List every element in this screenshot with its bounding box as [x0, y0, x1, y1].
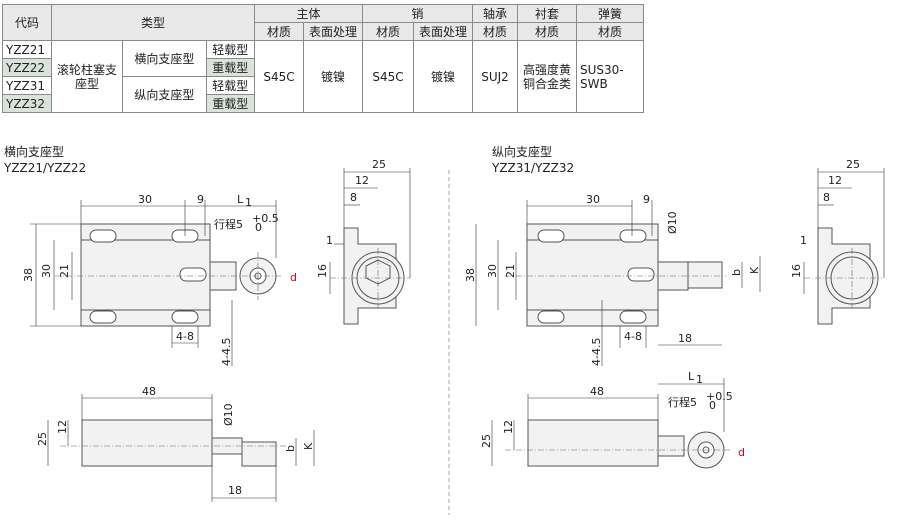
- sub-material: 材质: [472, 22, 518, 41]
- right-top-view: [505, 419, 730, 469]
- type-main: 滚轮柱塞支座型: [50, 40, 124, 113]
- dim-4-4.5: 4-4.5: [220, 338, 233, 366]
- left-front-view: d: [55, 223, 297, 327]
- dim-18: 18: [228, 484, 242, 497]
- dim-stroke-tol-dn: 0: [255, 221, 262, 234]
- code-cell: YZZ32: [2, 94, 52, 113]
- pin-material: S45C: [362, 40, 414, 113]
- header-code: 代码: [2, 4, 52, 41]
- load-heavy: 重载型: [205, 94, 256, 113]
- dim-K: K: [748, 266, 761, 274]
- dim-L1: L: [237, 193, 244, 206]
- right-caption-title: 纵向支座型: [492, 145, 553, 159]
- left-caption: 横向支座型 YZZ21/YZZ22: [4, 144, 86, 176]
- dim-9: 9: [197, 193, 204, 206]
- dim-38: 38: [464, 268, 477, 282]
- support-vertical: 纵向支座型: [122, 76, 207, 113]
- left-caption-title: 横向支座型: [4, 145, 65, 159]
- dim-16: 16: [316, 264, 329, 278]
- left-top-view: [60, 419, 286, 467]
- dim-12: 12: [502, 420, 515, 434]
- dim-12: 12: [56, 420, 69, 434]
- spring-material: SUS30-SWB: [576, 40, 644, 113]
- dim-30: 30: [586, 193, 600, 206]
- dim-9: 9: [643, 193, 650, 206]
- spec-table: 代码 类型 主体 销 轴承 衬套 弹簧 材质 表面处理 材质 表面处理 材质 材…: [2, 4, 644, 113]
- body-surface: 镀镍: [303, 40, 363, 113]
- right-side-view: [804, 227, 882, 325]
- dim-stroke-tol-dn: 0: [709, 399, 716, 412]
- dim-stroke: 行程5: [214, 218, 243, 231]
- dim-30: 30: [486, 264, 499, 278]
- dim-L1: L: [688, 370, 695, 383]
- dim-12: 12: [355, 174, 369, 187]
- dim-16: 16: [790, 264, 803, 278]
- bushing-material: 高强度黄铜合金类: [517, 40, 577, 113]
- dim-25: 25: [372, 158, 386, 171]
- dim-stroke-tol-up: +0.5: [252, 212, 279, 225]
- bearing-material: SUJ2: [472, 40, 518, 113]
- dim-25: 25: [846, 158, 860, 171]
- dim-b: b: [284, 445, 297, 452]
- dim-d: d: [290, 271, 297, 284]
- sub-material: 材质: [362, 22, 414, 41]
- right-caption: 纵向支座型 YZZ31/YZZ32: [492, 144, 574, 176]
- pin-surface: 镀镍: [413, 40, 473, 113]
- dim-L1-sub: 1: [696, 373, 703, 386]
- dim-8: 8: [823, 191, 830, 204]
- dim-25: 25: [480, 434, 493, 448]
- dim-4-8: 4-8: [624, 330, 642, 343]
- sub-surface: 表面处理: [303, 22, 363, 41]
- left-caption-codes: YZZ21/YZZ22: [4, 161, 87, 175]
- dim-4-4.5: 4-4.5: [590, 338, 603, 366]
- dim-stroke: 行程5: [668, 396, 697, 409]
- dim-30: 30: [40, 264, 53, 278]
- dim-phi10: Ø10: [666, 211, 679, 234]
- dim-21: 21: [504, 264, 517, 278]
- header-bearing: 轴承: [472, 4, 518, 23]
- dim-8: 8: [350, 191, 357, 204]
- dim-30: 30: [138, 193, 152, 206]
- right-caption-codes: YZZ31/YZZ32: [492, 161, 575, 175]
- dim-1: 1: [326, 234, 333, 247]
- dim-1: 1: [800, 234, 807, 247]
- dim-stroke-tol-up: +0.5: [706, 390, 733, 403]
- sub-material: 材质: [576, 22, 644, 41]
- dim-12: 12: [828, 174, 842, 187]
- dim-phi10: Ø10: [222, 403, 235, 426]
- dim-25: 25: [36, 432, 49, 446]
- dim-4-8: 4-8: [176, 330, 194, 343]
- dim-b: b: [730, 269, 743, 276]
- dim-L1-sub: 1: [245, 196, 252, 209]
- right-front-view: [505, 223, 726, 327]
- header-type: 类型: [51, 4, 255, 41]
- dim-48: 48: [590, 385, 604, 398]
- dim-K: K: [302, 442, 315, 450]
- dim-48: 48: [142, 385, 156, 398]
- dim-d: d: [738, 446, 745, 459]
- dim-38: 38: [22, 268, 35, 282]
- sub-material: 材质: [517, 22, 577, 41]
- left-side-view: [330, 227, 410, 325]
- dim-21: 21: [58, 264, 71, 278]
- dim-18: 18: [678, 332, 692, 345]
